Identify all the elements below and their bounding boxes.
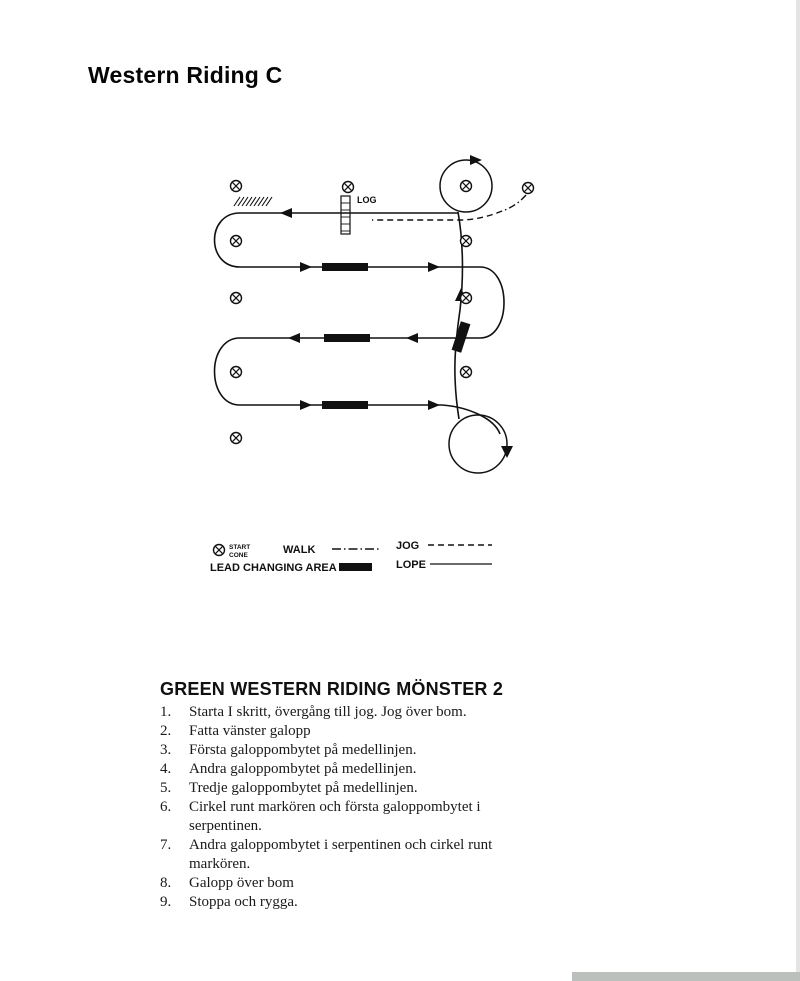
page-title: Western Riding C	[88, 62, 283, 88]
cone-marker-icon	[459, 234, 473, 248]
jog-path	[372, 210, 503, 221]
legend-lope-label: LOPE	[396, 559, 426, 571]
arrow-left-icon	[280, 208, 292, 218]
scan-bottom-artifact	[572, 972, 800, 981]
step-text: Starta I skritt, övergång till jog. Jog …	[189, 704, 467, 720]
cone-marker-icon	[229, 431, 243, 445]
step-text: Tredje galoppombytet på medellinjen.	[189, 780, 418, 796]
lead-change-bar-1	[322, 263, 368, 271]
pattern-step: 2. Fatta vänster galopp	[160, 722, 549, 741]
start-cone-icon	[521, 181, 535, 195]
pattern-step: 5. Tredje galoppombytet på medellinjen.	[160, 779, 549, 798]
step-text: Cirkel runt markören och första galoppom…	[189, 799, 481, 834]
legend-start-cone-icon	[212, 543, 226, 557]
cone-marker-icon	[229, 291, 243, 305]
direction-arrows	[280, 155, 513, 458]
stop-area-hatch-icon	[233, 196, 273, 207]
arrow-right-icon	[470, 155, 482, 165]
lead-changing-areas	[322, 263, 471, 409]
log-obstacle-icon	[340, 195, 351, 235]
cone-marker-icon	[459, 365, 473, 379]
lead-change-bar-diagonal	[451, 321, 471, 353]
pattern-step: 6. Cirkel runt markören och första galop…	[160, 798, 549, 836]
pattern-step: 4. Andra galoppombytet på medellinjen.	[160, 760, 549, 779]
step-text: Fatta vänster galopp	[189, 723, 311, 739]
lope-serpentine-path	[213, 212, 505, 435]
pattern-step: 7. Andra galoppombytet i serpentinen och…	[160, 836, 549, 874]
step-number: 6.	[160, 799, 172, 815]
lead-change-bar-3	[322, 401, 368, 409]
arrow-left-icon	[406, 333, 418, 343]
pattern-step: 9. Stoppa och rygga.	[160, 893, 549, 912]
step-number: 4.	[160, 761, 172, 777]
step-text: Andra galoppombytet på medellinjen.	[189, 761, 417, 777]
legend-jog-label: JOG	[396, 540, 419, 552]
pattern-step: 3. Första galoppombytet på medellinjen.	[160, 741, 549, 760]
legend-start-label-line2: CONE	[229, 552, 248, 559]
step-number: 7.	[160, 837, 172, 853]
step-text: Andra galoppombytet i serpentinen och ci…	[189, 837, 493, 872]
top-circle-path	[439, 159, 493, 213]
bottom-circle-path	[448, 414, 508, 474]
arrow-left-icon	[288, 333, 300, 343]
pattern-heading: GREEN WESTERN RIDING MÖNSTER 2	[160, 679, 504, 699]
step-number: 9.	[160, 894, 172, 910]
arrow-right-icon	[300, 262, 312, 272]
cone-marker-icon	[229, 234, 243, 248]
step-number: 2.	[160, 723, 172, 739]
step-number: 1.	[160, 704, 172, 720]
step-number: 8.	[160, 875, 172, 891]
arrow-right-icon	[428, 400, 440, 410]
cone-marker-icon	[229, 179, 243, 193]
diagram-legend: START CONE WALK JOG LEAD CHANGING AREA L…	[210, 540, 492, 574]
legend-walk-label: WALK	[283, 544, 315, 556]
cone-marker-icon	[459, 291, 473, 305]
pattern-steps-list: 1. Starta I skritt, övergång till jog. J…	[160, 703, 549, 912]
step-text: Stoppa och rygga.	[189, 894, 298, 910]
pattern-step: 8. Galopp över bom	[160, 874, 549, 893]
arrow-right-icon	[428, 262, 440, 272]
cone-marker-icon	[459, 179, 473, 193]
legend-lead-changing-area-label: LEAD CHANGING AREA	[210, 562, 337, 574]
step-number: 5.	[160, 780, 172, 796]
riding-pattern-diagram: LOG	[210, 155, 535, 574]
cone-marker-icon	[341, 180, 355, 194]
pattern-step: 1. Starta I skritt, övergång till jog. J…	[160, 703, 549, 722]
lead-change-bar-2	[324, 334, 370, 342]
cone-marker-icon	[229, 365, 243, 379]
step-text: Första galoppombytet på medellinjen.	[189, 742, 417, 758]
arrow-down-icon	[501, 446, 513, 458]
legend-lead-change-bar-icon	[339, 563, 372, 571]
arrow-right-icon	[300, 400, 312, 410]
legend-start-label-line1: START	[229, 544, 250, 551]
scan-edge-artifact	[796, 0, 800, 981]
step-text: Galopp över bom	[189, 875, 294, 891]
walk-path	[501, 194, 527, 212]
step-number: 3.	[160, 742, 172, 758]
log-label: LOG	[357, 195, 377, 205]
